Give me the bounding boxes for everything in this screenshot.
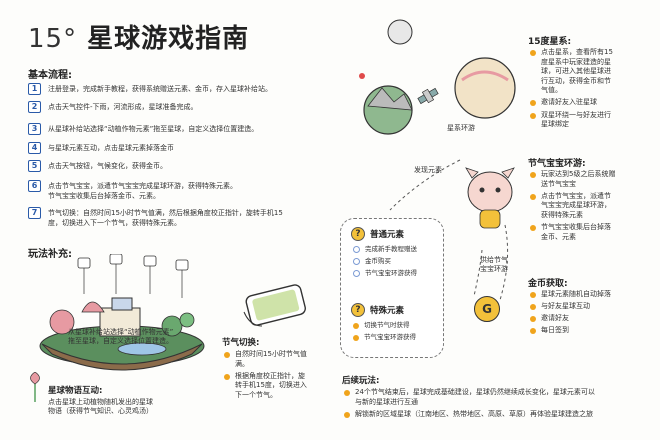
term-switch-heading: 节气切换: (222, 338, 260, 348)
coin-heading: 金币获取: (528, 279, 568, 289)
list-item: 玩家达到5级之后系统赠 送节气宝宝 (530, 170, 650, 189)
list-item: 点击星系，查看所有15 度星系中玩家建造的星 球，可进入其他星球进 行互动，获得… (530, 48, 650, 96)
baby-list: 玩家达到5级之后系统赠 送节气宝宝 点击节气宝宝，派遣节 气宝宝完成星球环游， … (530, 170, 650, 245)
planet-diagram (359, 19, 516, 301)
extra-heading: 玩法补充: (28, 249, 72, 260)
after-heading: 后续玩法: (342, 376, 380, 386)
question-icon: ? (351, 227, 365, 241)
island-illustration (39, 254, 205, 371)
supply-label: 供给节气 宝宝环游 (480, 256, 508, 273)
step-text: 点击天气控件-下雨，河流形成，星球准备完成。 (48, 103, 198, 111)
normal-elements-list: 完成新手教程赠送 金币购买 节气宝宝环游获得 (353, 245, 443, 281)
step-number: 7 (28, 207, 41, 219)
baby-heading: 节气宝宝环游: (528, 159, 586, 169)
step-item: 5 点击天气按钮，气候变化，获得金币。 (28, 160, 328, 172)
step-item: 1 注册登录，完成新手教程，获得系统赠送元素、金币，存入星球补给站。 (28, 83, 328, 95)
list-item: 与好友星球互动 (530, 302, 650, 312)
after-list: 24个节气结束后，星球完成基础建设，星球仍然继续成长变化，星球元素可以 与新的星… (344, 388, 644, 422)
special-elements-list: 切换节气时获得 节气宝宝环游获得 (353, 321, 443, 345)
term-switch-list: 自然时间15小时节气值 满。 根据角度校正指针，旋 转手机15度，切换进入 下一… (224, 350, 334, 403)
step-number: 2 (28, 101, 41, 113)
orbit-label: 星系环游 (447, 124, 475, 132)
step-number: 4 (28, 142, 41, 154)
list-item: 切换节气时获得 (353, 321, 443, 331)
elements-box: ? 普通元素 完成新手教程赠送 金币购买 节气宝宝环游获得 ? 特殊元素 切换节… (340, 218, 444, 358)
step-number: 6 (28, 180, 41, 192)
list-item: 邀请好友 (530, 314, 650, 324)
satellite-icon (417, 87, 439, 105)
leaf-icon (30, 372, 40, 402)
illustration-caption: 从星球补给站选择“动植作物元素” 拖至星球，自定义选择位置建造。 (68, 328, 174, 345)
title-number: 15° (28, 24, 78, 54)
step-text: 注册登录，完成新手教程，获得系统赠送元素、金币，存入星球补给站。 (48, 85, 272, 93)
interact-heading: 星球物语互动: (48, 386, 103, 396)
step-number: 5 (28, 160, 41, 172)
step-number: 3 (28, 123, 41, 135)
step-text: 与星球元素互动，点击星球元素掉落金币 (48, 144, 174, 152)
planet15-list: 点击星系，查看所有15 度星系中玩家建造的星 球，可进入其他星球进 行互动，获得… (530, 48, 650, 132)
small-planet-icon (363, 85, 413, 135)
planet-icon (454, 57, 516, 119)
moon-icon (387, 19, 413, 45)
list-item: 点击节气宝宝，派遣节 气宝宝完成星球环游， 获得特殊元素 (530, 192, 650, 221)
list-item: 节气宝宝收集后台掉落 金币、元素 (530, 223, 650, 242)
step-text: 点击节气宝宝，派遣节气宝宝完成星球环游，获得特殊元素。 节气宝宝收集后台掉落金币… (48, 182, 237, 200)
list-item: 双星环绕一与好友进行 星球绑定 (530, 111, 650, 130)
list-item: 完成新手教程赠送 (353, 245, 443, 255)
step-text: 节气切换：自然时间15小时节气值满，然后根据角度校正指针，旋转手机15 度，切换… (48, 209, 283, 227)
step-text: 点击天气按钮，气候变化，获得金币。 (48, 162, 167, 170)
coin-icon: G (474, 296, 500, 322)
title-text: 星球游戏指南 (87, 24, 250, 54)
planet15-heading: 15度星系: (528, 37, 572, 47)
step-number: 1 (28, 83, 41, 95)
step-item: 7 节气切换：自然时间15小时节气值满，然后根据角度校正指针，旋转手机15 度，切… (28, 207, 328, 228)
step-item: 3 从星球补给站选择“动植作物元素”拖至星球，自定义选择位置建造。 (28, 123, 328, 135)
step-item: 6 点击节气宝宝，派遣节气宝宝完成星球环游，获得特殊元素。 节气宝宝收集后台掉落金… (28, 180, 328, 201)
phone-rotate-icon (243, 284, 306, 327)
interact-text: 点击星球上动植物随机发出的星球 物语（获得节气知识、心灵鸡汤） (48, 398, 153, 415)
special-elements-title: ? 特殊元素 (351, 303, 404, 317)
normal-elements-title: ? 普通元素 (351, 227, 404, 241)
list-item: 每日签到 (530, 326, 650, 336)
list-item: 解锁新的区域星球（江南地区、热带地区、高原、草原）再体验星球建造之旅 (344, 410, 644, 420)
list-item: 24个节气结束后，星球完成基础建设，星球仍然继续成长变化，星球元素可以 与新的星… (344, 388, 644, 407)
coin-list: 星球元素随机自动掉落 与好友星球互动 邀请好友 每日签到 (530, 290, 650, 338)
list-item: 节气宝宝环游获得 (353, 269, 443, 279)
step-item: 2 点击天气控件-下雨，河流形成，星球准备完成。 (28, 101, 328, 113)
list-item: 金币购买 (353, 257, 443, 267)
discover-label: 发现元素 (414, 166, 442, 174)
baby-mascot-icon (465, 167, 515, 229)
question-icon: ? (351, 303, 365, 317)
step-text: 从星球补给站选择“动植作物元素”拖至星球，自定义选择位置建造。 (48, 125, 259, 133)
list-item: 星球元素随机自动掉落 (530, 290, 650, 300)
list-item: 邀请好友入驻星球 (530, 98, 650, 108)
list-item: 节气宝宝环游获得 (353, 333, 443, 343)
page-title: 15° 星球游戏指南 (28, 18, 249, 55)
step-item: 4 与星球元素互动，点击星球元素掉落金币 (28, 142, 328, 154)
basic-heading: 基本流程: (28, 70, 72, 81)
list-item: 自然时间15小时节气值 满。 (224, 350, 334, 369)
list-item: 根据角度校正指针，旋 转手机15度，切换进入 下一个节气。 (224, 372, 334, 401)
